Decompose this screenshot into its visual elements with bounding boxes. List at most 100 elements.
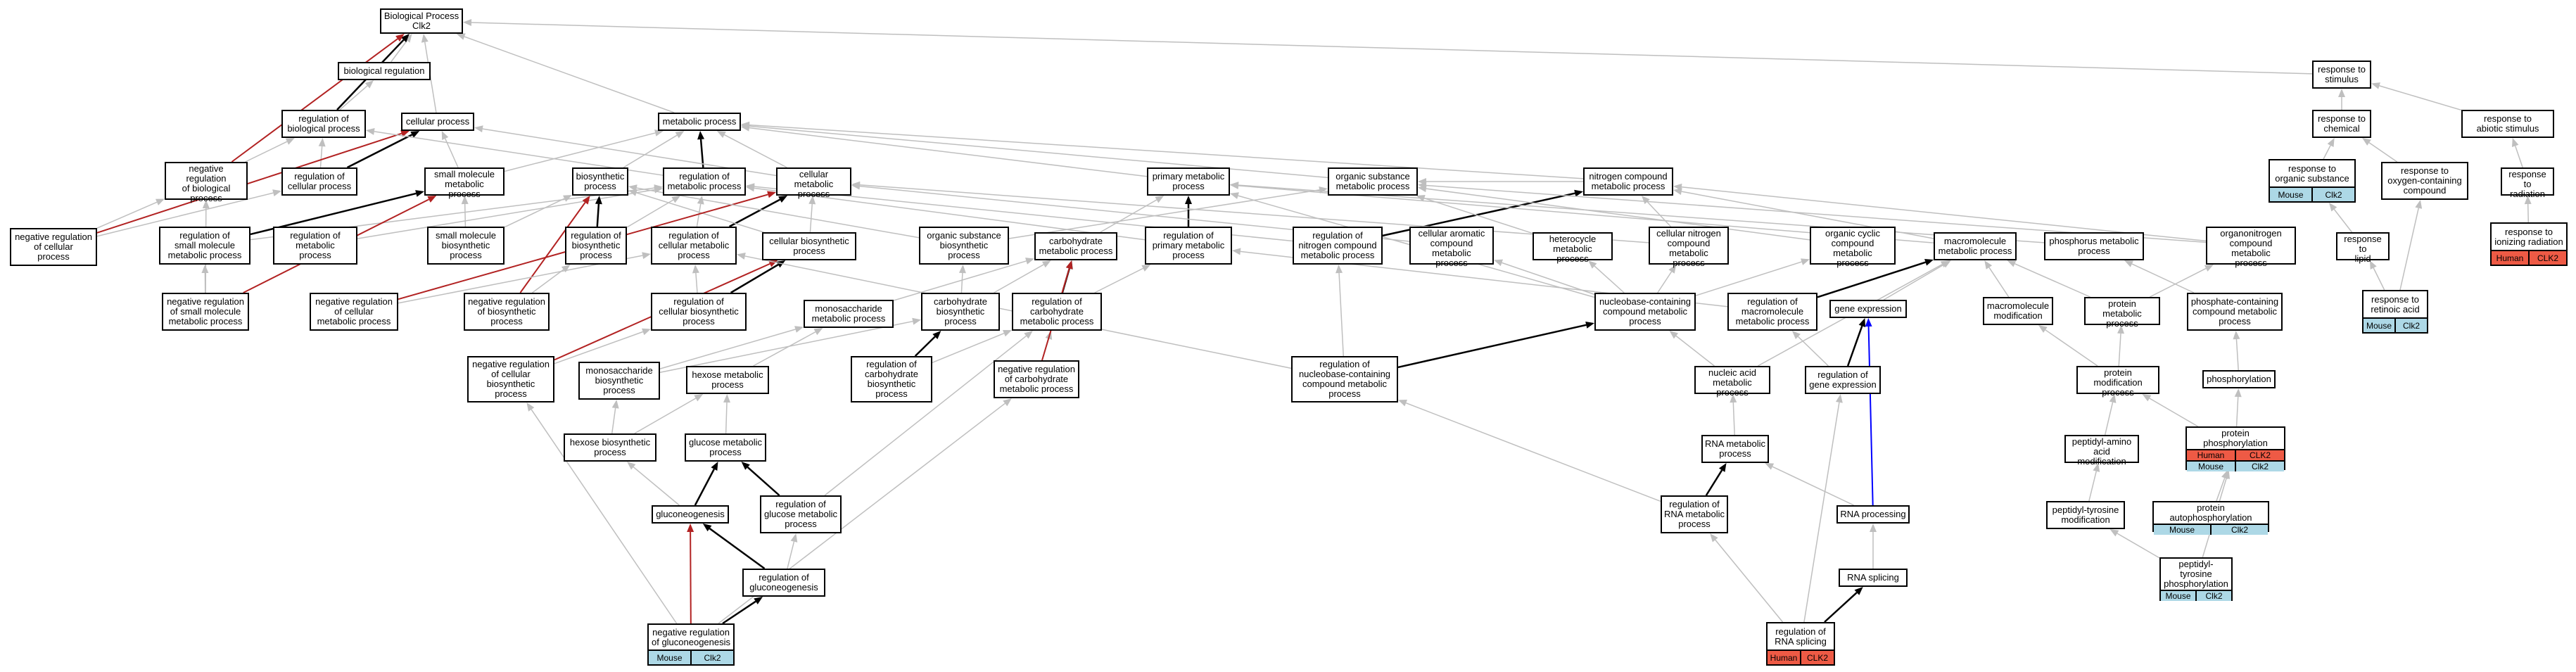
go-term-regprimmet[interactable]: regulation of primary metabolic process	[1145, 227, 1232, 265]
go-term-hetero[interactable]: heterocycle metabolic process	[1533, 232, 1613, 264]
go-term-regcellbiosyn[interactable]: regulation of cellular biosynthetic proc…	[651, 293, 747, 331]
go-term-monomet[interactable]: monosaccharide metabolic process	[804, 300, 894, 328]
go-term-protmod[interactable]: protein modification process	[2076, 366, 2159, 398]
edge-arrowhead	[2109, 529, 2119, 537]
go-term-orgsubbiosyn[interactable]: organic substance biosynthetic process	[919, 227, 1009, 265]
go-term-organonit[interactable]: organonitrogen compound metabolic proces…	[2206, 227, 2296, 268]
go-term-cellmetp[interactable]: cellular metabolic process	[776, 167, 851, 199]
edge-arrowhead	[697, 196, 704, 205]
go-term-rnasplice[interactable]: RNA splicing	[1839, 569, 1908, 587]
go-term-hexbiosyn[interactable]: hexose biosynthetic process	[564, 433, 656, 462]
go-term-negregcellbiosyn[interactable]: negative regulation of cellular biosynth…	[467, 356, 554, 402]
go-term-regmetp2[interactable]: regulation of metabolic process	[273, 227, 357, 265]
go-term-respchem[interactable]: response to chemical	[2312, 110, 2371, 138]
edge-negregcellbiosyn-to-regcellbiosyn	[554, 328, 651, 364]
go-term-pepttyrmod[interactable]: peptidyl-tyrosine modification	[2046, 501, 2125, 529]
go-term-negregbp[interactable]: negative regulation of biological proces…	[165, 162, 248, 203]
go-term-negregcellmet[interactable]: negative regulation of cellular metaboli…	[310, 293, 398, 331]
go-term-carbmet[interactable]: carbohydrate metabolic process	[1034, 232, 1117, 260]
go-term-respstim[interactable]: response to stimulus	[2312, 61, 2371, 89]
edge-arrowhead	[687, 524, 694, 533]
go-term-gluconeo[interactable]: gluconeogenesis	[652, 505, 729, 524]
go-term-respabio[interactable]: response to abiotic stimulus	[2461, 110, 2554, 138]
go-term-label: response to radiation	[2508, 169, 2546, 199]
go-term-phoscont[interactable]: phosphate-containing compound metabolic …	[2187, 293, 2283, 331]
go-term-cellbiosyn[interactable]: cellular biosynthetic process	[762, 232, 856, 260]
go-term-negregbiosyn[interactable]: negative regulation of biosynthetic proc…	[464, 293, 550, 331]
edge-line	[1008, 189, 1320, 239]
edge-arrowhead	[364, 80, 374, 89]
go-term-cellarom[interactable]: cellular aromatic compound metabolic pro…	[1409, 227, 1494, 268]
go-term-reggluconeo[interactable]: regulation of gluconeogenesis	[742, 569, 825, 597]
go-term-regcellmet[interactable]: regulation of cellular metabolic process	[651, 227, 737, 265]
go-term-regmetp[interactable]: regulation of metabolic process	[663, 167, 746, 196]
go-term-respradiation[interactable]: response to radiation	[2501, 167, 2554, 199]
go-term-breg[interactable]: biological regulation	[338, 62, 431, 80]
go-term-peptaa[interactable]: peptidyl-amino acid modification	[2064, 435, 2139, 467]
edge-regglcmet-to-regcarbmet	[824, 331, 1033, 496]
edge-regcarbbiosyn-to-regcarbmet	[932, 330, 1012, 364]
go-term-regnitcomp[interactable]: regulation of nitrogen compound metaboli…	[1293, 227, 1383, 265]
edge-arrowhead	[2007, 260, 2017, 267]
go-term-nucacid[interactable]: nucleic acid metabolic process	[1694, 366, 1770, 398]
go-term-phosphorylation[interactable]: phosphorylation	[2202, 370, 2276, 388]
go-term-regcarbmet[interactable]: regulation of carbohydrate metabolic pro…	[1012, 293, 1102, 331]
go-term-regcarbbiosyn[interactable]: regulation of carbohydrate biosynthetic …	[851, 356, 932, 402]
edge-arrowhead	[741, 462, 750, 470]
go-term-phosmet[interactable]: phosphorus metabolic process	[2044, 232, 2144, 260]
go-term-regrnamet[interactable]: regulation of RNA metabolic process	[1661, 495, 1728, 533]
go-term-regcellp[interactable]: regulation of cellular process	[281, 167, 357, 196]
go-term-bp[interactable]: Biological Process Clk2	[380, 8, 463, 34]
go-term-macromod[interactable]: macromolecule modification	[1983, 297, 2053, 325]
go-term-label: negative regulation of gluconeogenesis	[651, 626, 731, 647]
go-term-regbiosyn[interactable]: regulation of biosynthetic process	[565, 227, 627, 265]
go-term-geneexp[interactable]: gene expression	[1829, 300, 1907, 318]
go-term-primmet[interactable]: primary metabolic process	[1147, 167, 1230, 196]
edge-arrowhead	[1003, 398, 1012, 407]
go-term-orgcyclic[interactable]: organic cyclic compound metabolic proces…	[1810, 227, 1896, 268]
go-term-nucbase[interactable]: nucleobase-containing compound metabolic…	[1594, 293, 1696, 331]
go-term-glcmet[interactable]: glucose metabolic process	[685, 433, 766, 462]
go-term-regmacromet[interactable]: regulation of macromolecule metabolic pr…	[1727, 293, 1817, 331]
go-term-smmp[interactable]: small molecule metabolic process	[424, 167, 505, 199]
go-term-regglcmet[interactable]: regulation of glucose metabolic process	[760, 495, 842, 533]
go-term-negregsmm[interactable]: negative regulation of small molecule me…	[162, 293, 249, 331]
go-term-negregcellp[interactable]: negative regulation of cellular process	[10, 228, 97, 266]
go-term-regnucbase[interactable]: regulation of nucleobase-containing comp…	[1291, 356, 1398, 402]
go-term-resplipid[interactable]: response to lipid	[2336, 232, 2390, 264]
edge-arrowhead	[628, 184, 637, 192]
go-term-monobiosyn[interactable]: monosaccharide biosynthetic process	[578, 362, 660, 400]
go-term-carbbiosyn[interactable]: carbohydrate biosynthetic process	[921, 293, 1000, 331]
go-term-respoxy[interactable]: response to oxygen-containing compound	[2381, 162, 2468, 200]
edge-line	[1803, 402, 1840, 623]
go-term-negregcarbmet[interactable]: negative regulation of carbohydrate meta…	[994, 360, 1079, 398]
go-term-protmet[interactable]: protein metabolic process	[2084, 297, 2160, 329]
go-term-regbp[interactable]: regulation of biological process	[281, 110, 366, 138]
go-term-cellp[interactable]: cellular process	[401, 113, 474, 131]
go-term-rnamet[interactable]: RNA metabolic process	[1701, 435, 1769, 463]
go-term-cellnitcomp[interactable]: cellular nitrogen compound metabolic pro…	[1649, 227, 1729, 268]
edge-carbmet-to-primmet	[1100, 196, 1165, 233]
go-term-nitcompmet[interactable]: nitrogen compound metabolic process	[1583, 167, 1673, 196]
go-term-reggeneexp[interactable]: regulation of gene expression	[1805, 366, 1881, 394]
go-term-regsmm[interactable]: regulation of small molecule metabolic p…	[159, 227, 250, 265]
go-term-rnaproc[interactable]: RNA processing	[1836, 505, 1910, 524]
go-term-macromet[interactable]: macromolecule metabolic process	[1934, 232, 2017, 260]
go-term-biosyn[interactable]: biosynthetic process	[572, 167, 628, 196]
go-term-orgsubmet[interactable]: organic substance metabolic process	[1328, 167, 1418, 196]
edge-nucbase-to-cellnitcomp	[1657, 265, 1677, 293]
go-term-label: response to ionizing radiation	[2494, 226, 2563, 247]
go-term-metp[interactable]: metabolic process	[658, 113, 741, 131]
edge-metp-to-bp	[456, 33, 675, 113]
go-term-hexmet[interactable]: hexose metabolic process	[686, 366, 769, 394]
go-term-smbiosyn[interactable]: small molecule biosynthetic process	[427, 227, 505, 265]
edge-regcellbiosyn-to-regcellmet	[692, 265, 699, 293]
